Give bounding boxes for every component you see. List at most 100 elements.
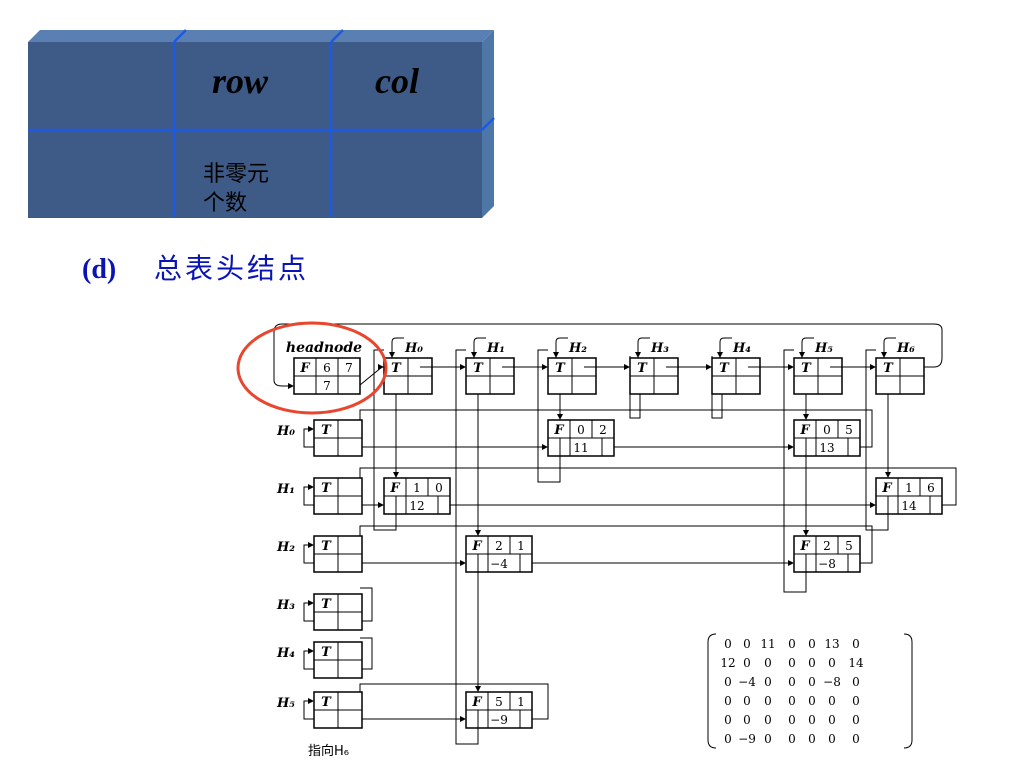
row1-link-a-arrow	[378, 502, 384, 508]
row0-link-b-arrow	[788, 444, 794, 450]
matrix-cell-3-6: 0	[852, 694, 860, 708]
col-head-label-3: H₃	[650, 341, 669, 356]
row0-wrap	[359, 409, 873, 448]
headnode-link-arrow	[378, 364, 384, 370]
col-head-loop-5	[801, 337, 814, 358]
col-head-label-1: H₁	[486, 341, 505, 356]
headnode-rows: 6	[323, 361, 331, 375]
row-head-node-0-tag: T	[321, 423, 332, 438]
element-node-1-col: 5	[845, 423, 853, 437]
row-head-node-5-tag: T	[321, 695, 332, 710]
row-head-arrow-0	[308, 426, 314, 432]
element-node-4	[465, 535, 533, 573]
row1-wrap	[359, 467, 957, 506]
col5-wrap	[783, 349, 807, 593]
element-node-3-tag: F	[881, 481, 892, 496]
col-head-node-2	[547, 357, 597, 395]
element-node-1-value: 13	[819, 441, 834, 455]
row-head-node-4	[313, 641, 363, 679]
row-head-node-2	[313, 535, 363, 573]
col-head-loop-6	[883, 337, 896, 358]
col-head-node-4-tag: T	[719, 361, 730, 376]
matrix-cell-0-6: 0	[852, 637, 860, 651]
headnode-tag: F	[299, 361, 310, 376]
matrix-cell-2-5: −8	[823, 675, 841, 689]
row-head-loop-5	[303, 700, 314, 720]
matrix-cell-4-4: 0	[808, 713, 816, 727]
row-head-node-4-tag: T	[321, 645, 332, 660]
col-head-arrow-5	[799, 352, 805, 358]
col6-down-arrow	[885, 472, 891, 478]
row-head-arrow-2	[308, 542, 314, 548]
row-head-label-2: H₂	[276, 540, 295, 555]
row2-wrap	[359, 525, 873, 564]
element-node-0-col: 2	[599, 423, 607, 437]
matrix-cell-1-5: 0	[828, 656, 836, 670]
col3-wrap	[629, 356, 641, 419]
element-node-5-col: 5	[845, 539, 853, 553]
col-head-arrow-6	[881, 352, 887, 358]
element-node-3	[875, 477, 943, 515]
matrix-cell-4-0: 0	[724, 713, 732, 727]
row5-link-a-arrow	[460, 716, 466, 722]
matrix-cell-1-4: 0	[808, 656, 816, 670]
matrix-cell-5-6: 0	[852, 732, 860, 746]
element-node-0-row: 0	[577, 423, 585, 437]
col-head-arrow-2	[553, 352, 559, 358]
element-node-5-tag: F	[799, 539, 810, 554]
matrix-cell-4-3: 0	[788, 713, 796, 727]
col5-down-b-arrow	[803, 530, 809, 536]
row2-link-b-arrow	[788, 560, 794, 566]
matrix-cell-3-0: 0	[724, 694, 732, 708]
matrix-cell-0-1: 0	[743, 637, 751, 651]
col-head-arrow-3	[635, 352, 641, 358]
matrix-cell-2-4: 0	[808, 675, 816, 689]
col-link-arrow-2	[624, 364, 630, 370]
col-head-label-5: H₅	[814, 341, 833, 356]
row4-loop	[360, 637, 373, 670]
row-head-node-0	[313, 419, 363, 457]
element-node-2-row: 1	[413, 481, 421, 495]
headnode-label: headnode	[286, 340, 362, 356]
element-node-6-tag: F	[471, 695, 482, 710]
matrix-right-bracket	[903, 633, 913, 749]
element-node-2-col: 0	[435, 481, 443, 495]
matrix-cell-5-0: 0	[724, 732, 732, 746]
caption-prefix: (d)	[82, 254, 116, 285]
col-link-arrow-1	[542, 364, 548, 370]
col-link-arrow-5	[870, 364, 876, 370]
col0-wrap	[373, 349, 397, 531]
element-node-4-col: 1	[517, 539, 525, 553]
col-head-loop-1	[473, 337, 486, 358]
col4-wrap	[711, 356, 723, 419]
element-node-1-tag: F	[799, 423, 810, 438]
col-head-loop-0	[391, 337, 404, 358]
matrix-cell-2-6: 0	[852, 675, 860, 689]
row-head-arrow-1	[308, 484, 314, 490]
row-head-loop-1	[303, 486, 314, 506]
headnode-link	[359, 366, 383, 386]
element-node-6-row: 5	[495, 695, 503, 709]
matrix-cell-2-0: 0	[724, 675, 732, 689]
nonzero-count-label-line2: 个数	[203, 191, 247, 216]
col-head-node-3-tag: T	[637, 361, 648, 376]
row-head-label-0: H₀	[276, 424, 295, 439]
row-head-label-1: H₁	[276, 482, 295, 497]
footnote-points-to-h6: 指向H₆	[308, 743, 349, 759]
matrix-cell-1-1: 0	[743, 656, 751, 670]
col1-wrap	[455, 349, 479, 745]
matrix-cell-0-2: 11	[760, 637, 775, 651]
element-node-5-value: −8	[818, 557, 836, 571]
col2-down-arrow	[557, 414, 563, 420]
col0-down-arrow	[393, 472, 399, 478]
col-head-arrow-0	[389, 352, 395, 358]
matrix-cell-0-4: 0	[808, 637, 816, 651]
element-node-6-col: 1	[517, 695, 525, 709]
row-head-loop-4	[303, 650, 314, 670]
row-head-loop-2	[303, 544, 314, 564]
element-node-4-row: 2	[495, 539, 503, 553]
row-head-loop-3	[303, 602, 314, 622]
col-head-label-0: H₀	[404, 341, 423, 356]
